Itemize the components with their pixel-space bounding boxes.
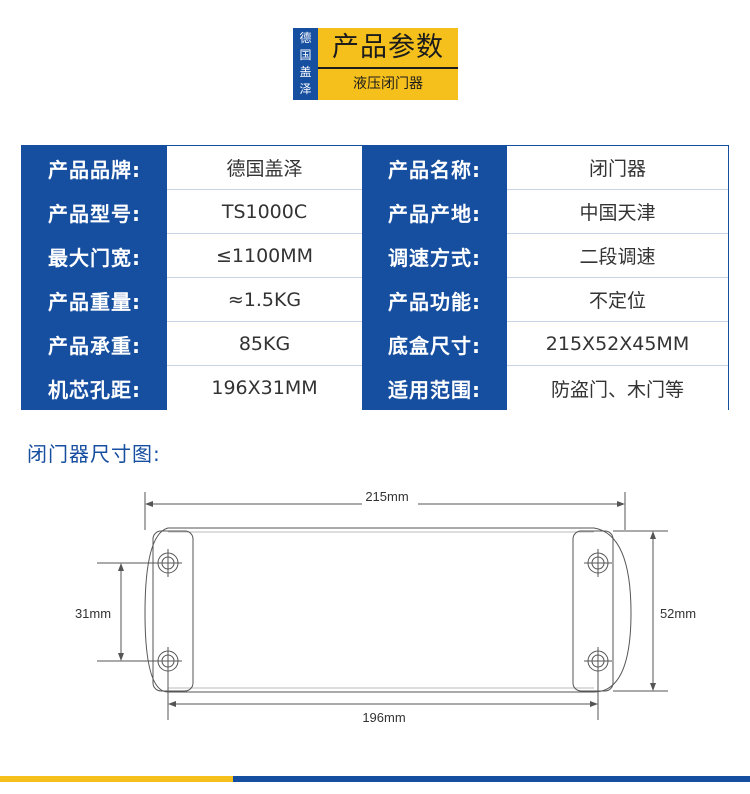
spec-label: 产品功能: [362, 278, 507, 322]
mount-hole [584, 549, 612, 577]
spec-label: 调速方式: [362, 234, 507, 278]
spec-value: 196X31MM [167, 366, 362, 410]
spec-value: 德国盖泽 [167, 146, 362, 190]
brand-char: 国 [299, 48, 312, 62]
spec-label: 机芯孔距: [22, 366, 167, 410]
footer-bar-blue [233, 776, 750, 782]
spec-value: 215X52X45MM [507, 322, 728, 366]
body-outline [144, 527, 632, 693]
brand-char: 德 [299, 31, 312, 45]
spec-value: 不定位 [507, 278, 728, 322]
footer-bar-yellow [0, 776, 233, 782]
spec-value: ≤1100MM [167, 234, 362, 278]
brand-char: 盖 [299, 65, 312, 79]
page-title: 产品参数 [318, 28, 458, 67]
params-header-badge: 德 国 盖 泽 产品参数 液压闭门器 [293, 28, 458, 100]
height-dimension-label: 52mm [660, 606, 696, 621]
table-row: 最大门宽: ≤1100MM 调速方式: 二段调速 [22, 234, 728, 278]
spec-label: 产品承重: [22, 322, 167, 366]
spec-label: 产品品牌: [22, 146, 167, 190]
spec-label: 产品产地: [362, 190, 507, 234]
table-row: 产品品牌: 德国盖泽 产品名称: 闭门器 [22, 146, 728, 190]
brand-char: 泽 [299, 82, 312, 96]
length-dimension-label: 215mm [365, 489, 408, 504]
spec-table: 产品品牌: 德国盖泽 产品名称: 闭门器 产品型号: TS1000C 产品产地:… [21, 145, 729, 410]
hole-vertical-dimension-label: 31mm [75, 606, 111, 621]
spec-label: 产品重量: [22, 278, 167, 322]
spec-label: 底盒尺寸: [362, 322, 507, 366]
spec-value: 闭门器 [507, 146, 728, 190]
right-end-plate [572, 530, 614, 692]
spec-value: ≈1.5KG [167, 278, 362, 322]
spec-label: 最大门宽: [22, 234, 167, 278]
brand-vertical-label: 德 国 盖 泽 [293, 28, 318, 100]
product-subtitle: 液压闭门器 [318, 67, 458, 100]
dimension-drawing: 215mm 196mm 31mm 52mm [75, 489, 696, 725]
mount-hole [154, 549, 182, 577]
table-row: 产品重量: ≈1.5KG 产品功能: 不定位 [22, 278, 728, 322]
table-row: 产品型号: TS1000C 产品产地: 中国天津 [22, 190, 728, 234]
spec-value: 85KG [167, 322, 362, 366]
hole-spacing-dimension-label: 196mm [362, 710, 405, 725]
spec-label: 产品型号: [22, 190, 167, 234]
spec-value: 防盗门、木门等 [507, 366, 728, 410]
table-row: 机芯孔距: 196X31MM 适用范围: 防盗门、木门等 [22, 366, 728, 410]
table-row: 产品承重: 85KG 底盒尺寸: 215X52X45MM [22, 322, 728, 366]
spec-label: 适用范围: [362, 366, 507, 410]
dimension-section-label: 闭门器尺寸图: [27, 442, 161, 466]
spec-label: 产品名称: [362, 146, 507, 190]
spec-value: TS1000C [167, 190, 362, 234]
spec-value: 中国天津 [507, 190, 728, 234]
left-end-plate [152, 530, 194, 692]
spec-value: 二段调速 [507, 234, 728, 278]
